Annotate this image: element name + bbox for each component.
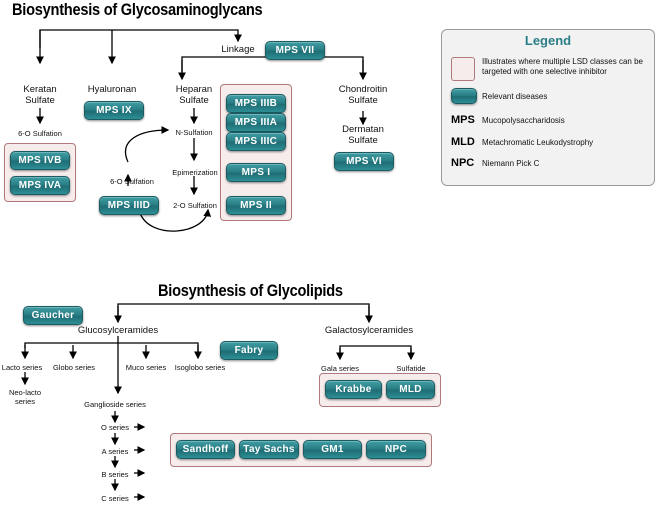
glycolipids-title: Biosynthesis of Glycolipids <box>158 281 343 300</box>
mps-vii-badge: MPS VII <box>265 41 325 60</box>
o-series-label: O series <box>101 423 129 432</box>
2o-sulfation-label: 2-O Sulfation <box>173 201 217 210</box>
mps-iiib-badge: MPS IIIB <box>226 94 286 113</box>
legend-abbr-npc: NPC <box>451 157 475 169</box>
legend-group-desc: Illustrates where multiple LSD classes c… <box>482 57 643 76</box>
chondroitin-sulfate-label: Chondroitin Sulfate <box>338 84 388 106</box>
lacto-series-label: Lacto series <box>1 363 43 372</box>
a-series-label: A series <box>101 447 129 456</box>
n-sulfation-label: N-Sulfation <box>175 128 213 137</box>
legend-abbr-mld: MLD <box>451 136 475 148</box>
legend-desc-mld: Metachromatic Leukodystrophy <box>482 138 594 147</box>
legend-pill-swatch <box>451 88 477 104</box>
mps-vi-badge: MPS VI <box>334 152 394 171</box>
gaucher-badge: Gaucher <box>23 306 83 325</box>
dermatan-sulfate-label: Dermatan Sulfate <box>342 124 384 146</box>
legend-group-swatch <box>451 57 475 81</box>
mps-ix-badge: MPS IX <box>84 101 144 120</box>
legend-desc-npc: Niemann Pick C <box>482 159 540 168</box>
muco-series-label: Muco series <box>125 363 167 372</box>
legend-desc-mps: Mucopolysaccharidosis <box>482 116 565 125</box>
legend-panel: Legend Illustrates where multiple LSD cl… <box>441 29 655 186</box>
legend-title: Legend <box>524 33 572 48</box>
galactosylceramides-label: Galactosylceramides <box>324 325 414 336</box>
hyaluronan-label: Hyaluronan <box>87 84 137 95</box>
mps-ivb-badge: MPS IVB <box>10 151 70 170</box>
mps-ii-badge: MPS II <box>226 196 286 215</box>
mld-badge: MLD <box>386 380 435 399</box>
tay-sachs-badge: Tay Sachs <box>239 440 299 459</box>
heparan-sulfate-label: Heparan Sulfate <box>175 84 213 106</box>
sandhoff-badge: Sandhoff <box>176 440 235 459</box>
neo-lacto-series-label: Neo-lacto series <box>8 388 42 406</box>
npc-badge: NPC <box>366 440 426 459</box>
fabry-badge: Fabry <box>220 341 278 360</box>
mps-i-badge: MPS I <box>226 163 286 182</box>
heparan-6o-sulfation-label: 6-O Sulfation <box>110 177 154 186</box>
gag-title: Biosynthesis of Glycosaminoglycans <box>12 0 263 19</box>
legend-pill-desc: Relevant diseases <box>482 92 548 101</box>
ganglioside-series-label: Ganglioside series <box>84 400 146 409</box>
krabbe-badge: Krabbe <box>325 380 382 399</box>
gm1-badge: GM1 <box>303 440 362 459</box>
mps-iiid-badge: MPS IIID <box>99 196 159 215</box>
gala-series-label: Gala series <box>321 364 359 373</box>
linkage-label: Linkage <box>221 44 255 55</box>
glucosylceramides-label: Glucosylceramides <box>77 325 159 336</box>
legend-abbr-mps: MPS <box>451 114 475 126</box>
keratan-sulfate-label: Keratan Sulfate <box>23 84 57 106</box>
mps-iiia-badge: MPS IIIA <box>226 113 286 132</box>
sulfatide-label: Sulfatide <box>396 364 426 373</box>
mps-iva-badge: MPS IVA <box>10 176 70 195</box>
keratan-6o-sulfation-label: 6-O Sulfation <box>18 129 62 138</box>
epimerization-label: Epimerization <box>172 168 218 177</box>
c-series-label: C series <box>101 494 129 503</box>
b-series-label: B series <box>101 470 129 479</box>
isoglobo-series-label: Isoglobo series <box>174 363 226 372</box>
mps-iiic-badge: MPS IIIC <box>226 132 286 151</box>
globo-series-label: Globo series <box>52 363 96 372</box>
